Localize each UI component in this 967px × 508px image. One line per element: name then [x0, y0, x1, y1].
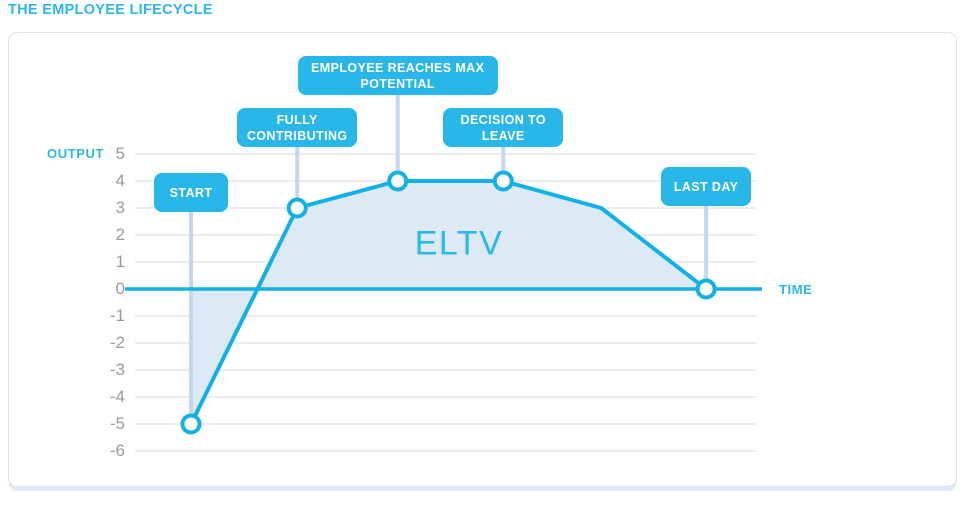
data-point-marker-employee-reaches-max-potential	[387, 170, 409, 192]
y-tick-label-3: 3	[115, 198, 125, 217]
lifecycle-line	[189, 179, 709, 426]
milestone-badge-last-day: LAST DAY	[661, 167, 752, 206]
x-axis-label: TIME	[779, 282, 813, 297]
y-tick-label--1: -1	[109, 306, 125, 325]
eltv-area-fill	[191, 181, 707, 424]
employee-lifecycle-chart	[125, 93, 762, 452]
data-point-marker-decision-to-leave	[492, 170, 514, 192]
page-title: THE EMPLOYEE LIFECYCLE	[8, 2, 213, 18]
data-point-marker-start	[180, 413, 202, 435]
y-tick-label-0: 0	[115, 279, 125, 298]
milestone-badge-start: START	[154, 173, 229, 212]
chart-card: 5 4 3 2 1 0 -1 -2 -3 -4 -5 -6 OUTPUT TIME ELTV STAR…	[8, 32, 957, 487]
y-tick-label--3: -3	[109, 360, 125, 379]
milestone-badge-decision-to-leave: DECISION TO LEAVE	[443, 108, 564, 147]
y-tick-label-4: 4	[115, 171, 125, 190]
milestone-badge-employee-reaches-max-potential: EMPLOYEE REACHES MAX POTENTIAL	[297, 56, 498, 95]
data-point-marker-fully-contributing	[286, 197, 308, 219]
y-tick-label--6: -6	[109, 441, 125, 460]
milestone-badge-fully-contributing: FULLY CONTRIBUTING	[237, 108, 358, 147]
eltv-area-label: ELTV	[414, 224, 504, 263]
y-tick-label--4: -4	[109, 387, 125, 406]
y-axis-label: OUTPUT	[47, 146, 105, 161]
y-tick-label-2: 2	[115, 225, 125, 244]
y-tick-label-1: 1	[115, 252, 125, 271]
y-tick-label--5: -5	[109, 414, 125, 433]
y-tick-label--2: -2	[109, 333, 125, 352]
data-point-marker-last-day	[695, 278, 717, 300]
y-tick-label-5: 5	[115, 144, 125, 163]
